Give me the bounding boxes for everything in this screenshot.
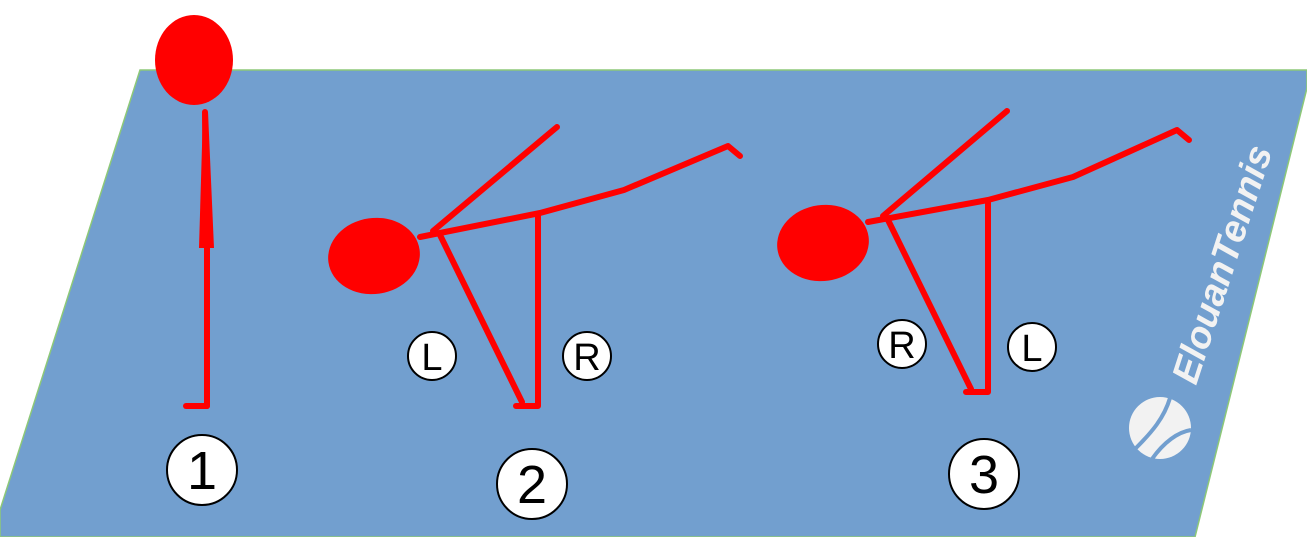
step-badge-3: 3 xyxy=(948,438,1020,510)
leg-label-text: R xyxy=(573,337,600,379)
leg-label-2-right: R xyxy=(562,331,612,381)
head xyxy=(777,204,869,282)
figure-balance-2 xyxy=(328,124,743,409)
exercise-mat xyxy=(0,69,1307,537)
standing-leg xyxy=(437,232,525,405)
leg-label-text: L xyxy=(1021,328,1042,370)
leg-label-text: L xyxy=(421,337,442,379)
leg-label-text: R xyxy=(888,325,915,367)
step-badge-1: 1 xyxy=(166,434,238,506)
support-leg xyxy=(513,212,541,409)
torso-and-raised-leg xyxy=(865,127,1192,225)
torso-and-raised-leg xyxy=(417,143,743,240)
step-number: 1 xyxy=(187,441,217,501)
head xyxy=(328,217,420,295)
leg-label-3-right: L xyxy=(1007,322,1057,372)
tennis-ball-icon xyxy=(1129,397,1192,461)
leg-label-3-left: R xyxy=(877,319,927,369)
standing-leg xyxy=(885,217,974,392)
figure-balance-3 xyxy=(777,108,1192,395)
head xyxy=(155,15,233,105)
arm xyxy=(202,109,209,243)
figure-standing xyxy=(155,15,233,409)
arm xyxy=(880,108,1010,219)
leg-label-2-left: L xyxy=(407,331,457,381)
step-number: 3 xyxy=(969,445,999,505)
step-number: 2 xyxy=(517,455,547,515)
step-badge-2: 2 xyxy=(496,448,568,520)
support-leg xyxy=(963,199,991,395)
arm xyxy=(430,124,560,234)
